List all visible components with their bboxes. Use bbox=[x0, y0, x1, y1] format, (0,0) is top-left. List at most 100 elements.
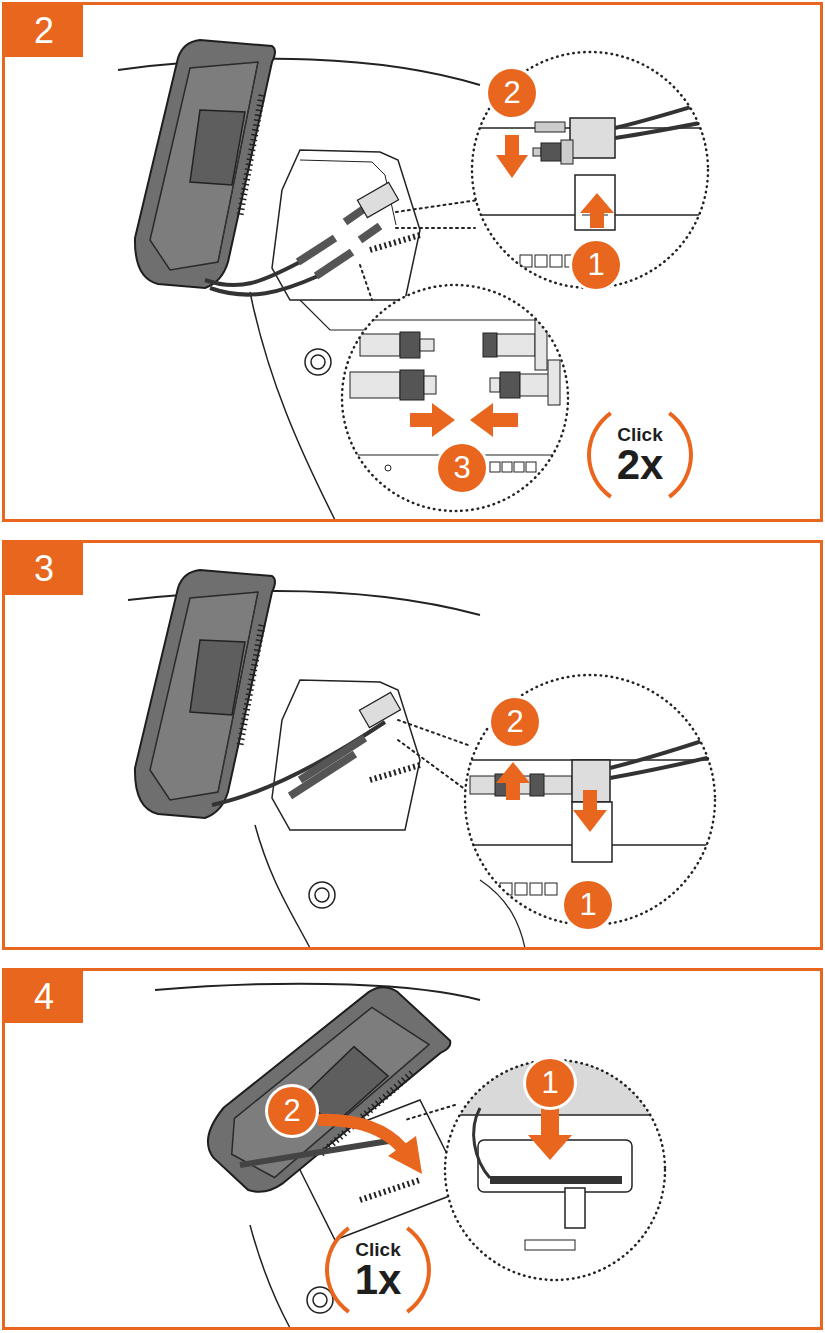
release-tab bbox=[565, 1188, 585, 1228]
cable bbox=[205, 262, 300, 285]
zoom-bg bbox=[465, 675, 715, 925]
screw bbox=[311, 355, 325, 369]
zoom-outline bbox=[342, 285, 568, 511]
plug-knurl bbox=[400, 332, 420, 358]
cable bbox=[474, 1108, 490, 1178]
callout-number: 1 bbox=[526, 1059, 574, 1107]
leader bbox=[360, 265, 372, 300]
screw bbox=[307, 1287, 333, 1313]
arrow bbox=[496, 135, 528, 178]
badge-arc bbox=[587, 412, 612, 499]
arrow bbox=[496, 762, 530, 800]
step-panel: 2 1 3 bbox=[2, 540, 823, 950]
callout-number-text: 1 bbox=[587, 247, 604, 283]
helmet-liner bbox=[250, 1225, 290, 1328]
slot bbox=[514, 462, 524, 472]
plug-knurl bbox=[541, 143, 561, 161]
arrow bbox=[580, 193, 614, 228]
cable bbox=[212, 722, 385, 805]
text-holder: 1 bbox=[572, 241, 620, 289]
text-holder: Click2x bbox=[585, 400, 695, 510]
badge-arc bbox=[406, 1227, 431, 1314]
text-holder: 2 bbox=[488, 69, 536, 117]
screw bbox=[305, 349, 331, 375]
plug bbox=[300, 738, 365, 780]
badge-text: Click bbox=[617, 425, 662, 444]
text-holder: 2 bbox=[268, 1087, 316, 1135]
plug-pin bbox=[424, 376, 436, 394]
stowed-cable bbox=[490, 1176, 622, 1184]
plug-knurl bbox=[400, 370, 424, 400]
zoom-bg bbox=[472, 52, 708, 288]
helmet-liner bbox=[255, 825, 310, 948]
badge-arc bbox=[325, 1227, 350, 1314]
callout-number: 2 bbox=[268, 1087, 316, 1135]
zoom-content bbox=[460, 735, 720, 895]
plug bbox=[360, 226, 380, 240]
slot bbox=[550, 255, 562, 267]
cable bbox=[610, 755, 720, 778]
cable bbox=[610, 735, 720, 768]
cable bbox=[615, 100, 715, 128]
plug-knurl bbox=[500, 372, 520, 398]
text-holder: 2 bbox=[491, 698, 539, 746]
slot bbox=[535, 255, 547, 267]
plug-body bbox=[497, 334, 535, 356]
plug-pin bbox=[420, 339, 434, 351]
slot bbox=[530, 883, 542, 895]
plug-body bbox=[561, 140, 573, 164]
callout-number-text: 2 bbox=[283, 1093, 300, 1129]
slot bbox=[490, 462, 500, 472]
screw bbox=[313, 1293, 327, 1307]
arrow bbox=[410, 403, 455, 437]
connector-housing bbox=[359, 692, 400, 727]
text-holder: 2 bbox=[5, 5, 83, 57]
badge-text: Click bbox=[355, 1240, 400, 1259]
zoom-outline bbox=[465, 675, 715, 925]
slot bbox=[502, 462, 512, 472]
bracket bbox=[535, 320, 547, 370]
text-holder: 1 bbox=[564, 881, 612, 929]
callout-number-text: 1 bbox=[541, 1065, 558, 1101]
mount-cavity bbox=[272, 150, 420, 300]
zoom-content bbox=[440, 1055, 670, 1250]
callout-number-text: 1 bbox=[579, 887, 596, 923]
bracket bbox=[548, 360, 560, 405]
leader bbox=[396, 227, 475, 229]
callout-number-text: 3 bbox=[453, 450, 470, 486]
click-badge: Click1x bbox=[323, 1215, 433, 1325]
text-holder: Click1x bbox=[323, 1215, 433, 1325]
cable bbox=[210, 276, 318, 295]
curved-arrow-head bbox=[388, 1136, 422, 1174]
module-underside bbox=[440, 1055, 670, 1115]
step-number: 4 bbox=[34, 976, 54, 1018]
plug-knurl bbox=[530, 774, 544, 796]
step-number: 3 bbox=[34, 548, 54, 590]
curved-arrow bbox=[318, 1120, 402, 1148]
plug bbox=[535, 122, 565, 132]
helmet-liner bbox=[250, 292, 335, 520]
click-badge: Click2x bbox=[585, 400, 695, 510]
step-panel: 2 1 3 Click2x 2 bbox=[2, 2, 823, 522]
callout-number: 1 bbox=[572, 241, 620, 289]
mount-teeth bbox=[370, 235, 420, 250]
step-number: 2 bbox=[34, 10, 54, 52]
helmet-shell bbox=[155, 984, 480, 1000]
callout-number: 2 bbox=[491, 698, 539, 746]
callout-number: 3 bbox=[438, 444, 486, 492]
callout-number-text: 2 bbox=[503, 75, 520, 111]
plug-body bbox=[520, 374, 550, 396]
step-panel: 1 2Click1x 4 bbox=[2, 968, 823, 1330]
plug-pin bbox=[533, 148, 541, 156]
cable bbox=[240, 1140, 395, 1165]
callout-number-text: 2 bbox=[506, 704, 523, 740]
hole bbox=[385, 465, 391, 471]
plug-body bbox=[360, 334, 400, 356]
text-holder: 3 bbox=[438, 444, 486, 492]
plug-pin bbox=[490, 378, 500, 392]
leader bbox=[398, 740, 466, 790]
screw bbox=[309, 882, 335, 908]
module bbox=[135, 40, 275, 288]
arrow bbox=[470, 403, 518, 437]
plug-knurl bbox=[483, 333, 497, 357]
